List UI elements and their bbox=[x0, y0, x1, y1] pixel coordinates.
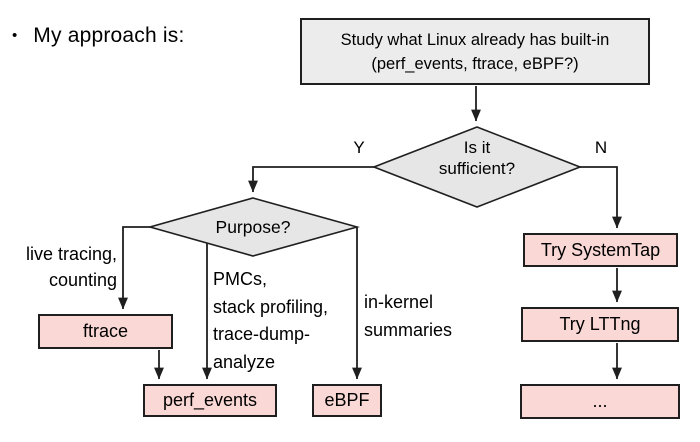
decision-diamond-purpose bbox=[147, 197, 360, 257]
node-try-lttng-label: Try LTTng bbox=[559, 314, 641, 334]
node-more-options-label: ... bbox=[592, 391, 608, 411]
decision-purpose-label: Purpose? bbox=[215, 217, 291, 237]
node-more-options: ... bbox=[520, 384, 680, 419]
yes-branch-label: Y bbox=[353, 138, 365, 157]
no-branch-label: N bbox=[594, 138, 608, 157]
node-ebpf-label: eBPF bbox=[324, 390, 370, 410]
node-start-study-builtin: Study what Linux already has built-in (p… bbox=[300, 18, 650, 85]
decision-sufficient-line1: Is it bbox=[463, 138, 491, 157]
perf-branch-label: PMCs, stack profiling, trace-dump- analy… bbox=[213, 266, 363, 376]
edge-sufficient-no-to-systemtap bbox=[579, 166, 622, 229]
perf-branch-line3: trace-dump- bbox=[213, 324, 311, 344]
node-ftrace-label: ftrace bbox=[82, 321, 129, 341]
node-ftrace: ftrace bbox=[38, 314, 173, 349]
decision-sufficient-line2: sufficient? bbox=[438, 159, 516, 178]
decision-diamond-sufficient bbox=[371, 126, 583, 208]
bullet-icon: • bbox=[12, 27, 18, 44]
ftrace-branch-line1: live tracing, bbox=[25, 244, 117, 264]
node-perf-events-label: perf_events bbox=[162, 390, 258, 410]
node-ebpf: eBPF bbox=[312, 384, 382, 417]
page-title: My approach is: bbox=[33, 24, 185, 47]
ftrace-branch-label: live tracing, counting bbox=[3, 241, 117, 293]
node-perf-events: perf_events bbox=[143, 384, 277, 417]
node-try-systemtap: Try SystemTap bbox=[523, 233, 678, 267]
node-try-systemtap-label: Try SystemTap bbox=[540, 239, 661, 260]
decision-sufficient-label: Is it sufficient? bbox=[407, 137, 547, 179]
node-try-lttng: Try LTTng bbox=[521, 307, 679, 342]
edge-purpose-to-ftrace bbox=[118, 226, 150, 310]
ebpf-branch-line1: in-kernel bbox=[364, 292, 434, 312]
perf-branch-line2: stack profiling, bbox=[213, 296, 329, 317]
ftrace-branch-line2: counting bbox=[48, 270, 117, 290]
perf-branch-line4: analyze bbox=[213, 351, 276, 372]
perf-branch-line1: PMCs, bbox=[213, 269, 267, 289]
start-box-line2: (perf_events, ftrace, eBPF?) bbox=[371, 54, 579, 73]
ebpf-branch-line2: summaries bbox=[364, 319, 453, 340]
start-box-line1: Study what Linux already has built-in bbox=[340, 30, 610, 49]
ebpf-branch-label: in-kernel summaries bbox=[364, 289, 474, 344]
edge-sufficient-yes-to-purpose bbox=[248, 166, 374, 193]
slide-title-row: • My approach is: bbox=[12, 22, 185, 50]
